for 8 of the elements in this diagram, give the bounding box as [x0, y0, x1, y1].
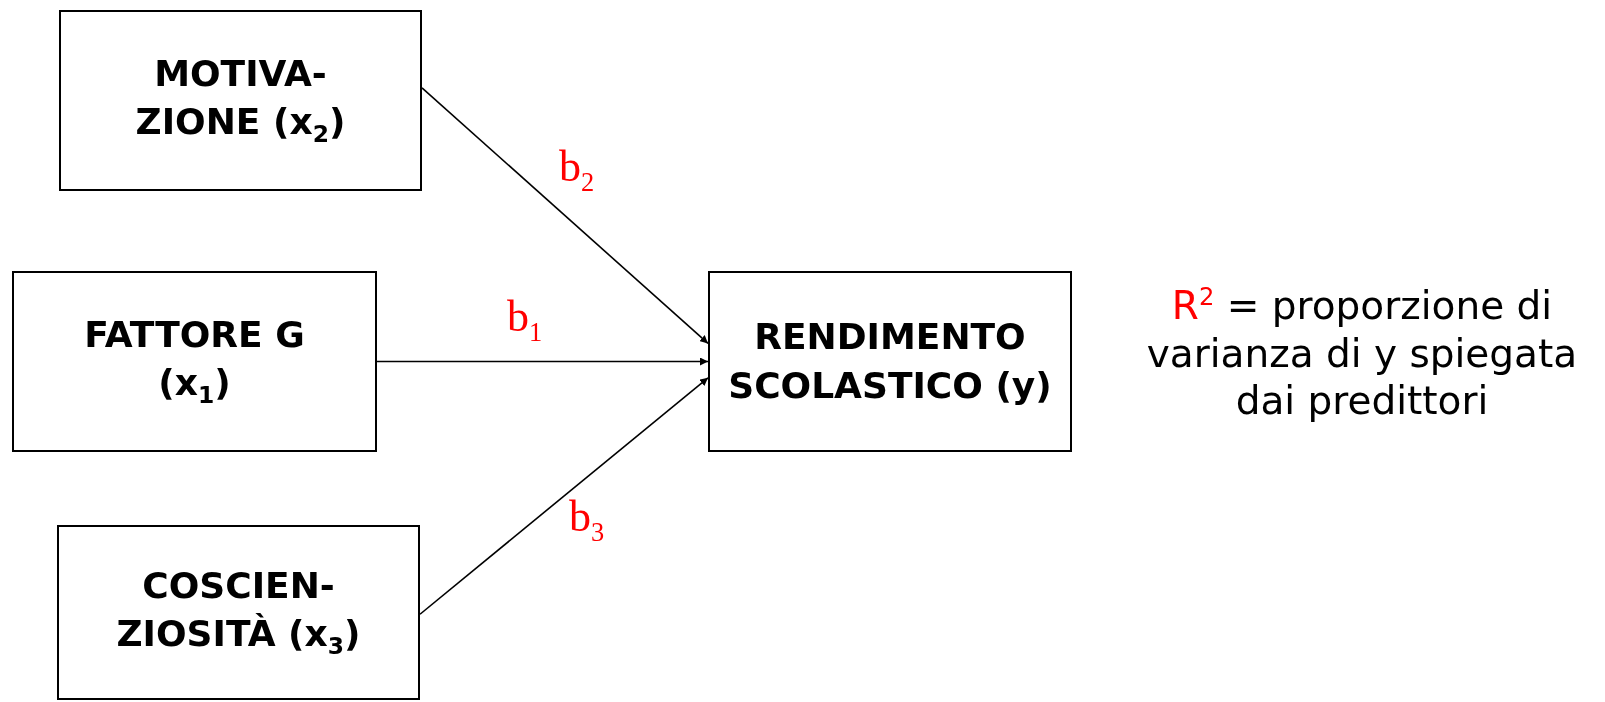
- arrow: [421, 87, 709, 345]
- variable-box: FATTORE G (x$_{1}$): [12, 271, 377, 452]
- variable-box: COSCIEN- ZIOSITÀ (x$_{3}$): [57, 525, 420, 700]
- variable-box: MOTIVA- ZIONE (x$_{2}$): [59, 10, 422, 191]
- variable-box: RENDIMENTO SCOLASTICO (y): [708, 271, 1072, 452]
- note-text: R$^{2}$ = proporzione di varianza di y spiegata dai predittori: [1145, 282, 1579, 425]
- arrow: [419, 377, 709, 616]
- arrow: [376, 357, 709, 366]
